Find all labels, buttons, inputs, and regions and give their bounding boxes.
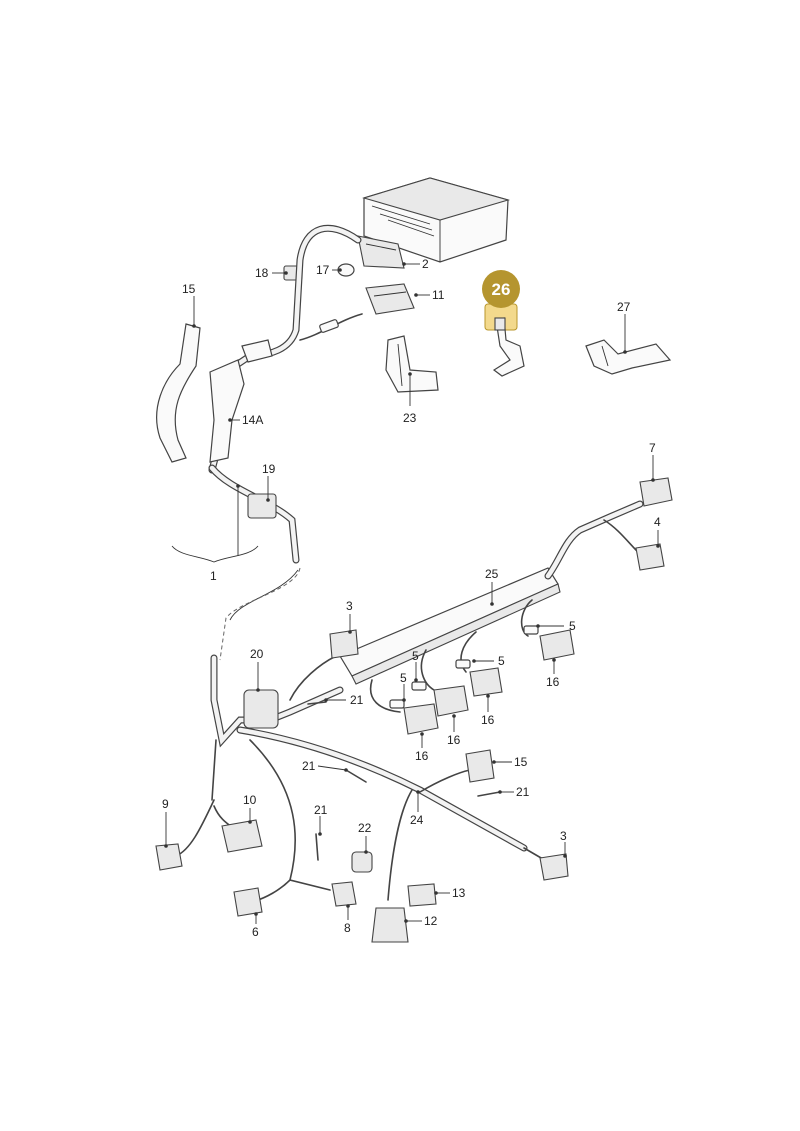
sensor-part-22 [351, 851, 373, 873]
bracket-part-27 [585, 339, 672, 375]
grommet-part-20 [243, 689, 279, 729]
part-labels: 2 17 18 11 15 14A 23 27 19 1 7 4 25 3 20… [162, 257, 661, 939]
part-label-5-c: 5 [412, 649, 419, 663]
part-label-21-b: 21 [302, 759, 316, 773]
part-label-16-c: 16 [447, 733, 461, 747]
duct-part-14 [209, 339, 273, 463]
main-harness-trunk [175, 654, 549, 903]
connector-part-16-d [369, 679, 439, 735]
bracket-part-24 [385, 335, 439, 393]
part-label-27: 27 [617, 300, 631, 314]
part-label-5-a: 5 [569, 619, 576, 633]
part-label-8: 8 [344, 921, 351, 935]
dashed-route-line [219, 567, 301, 661]
part-label-1: 1 [210, 569, 217, 583]
connector-part-9 [155, 843, 183, 871]
part-label-16-b: 16 [481, 713, 495, 727]
connector-part-16-b [460, 631, 503, 697]
highlight-badge-26[interactable]: 26 [482, 270, 520, 308]
part-label-10: 10 [243, 793, 257, 807]
part-label-9: 9 [162, 797, 169, 811]
part-label-20: 20 [250, 647, 264, 661]
part-label-12: 12 [424, 914, 438, 928]
part-label-6: 6 [252, 925, 259, 939]
part-label-18: 18 [255, 266, 269, 280]
connector-part-10 [221, 819, 263, 853]
part-label-3-lower: 3 [560, 829, 567, 843]
part-label-25: 25 [485, 567, 499, 581]
connector-part-12 [371, 907, 409, 943]
part-label-24: 23 [403, 411, 417, 425]
connector-part-2 [357, 235, 405, 269]
connector-part-7 [639, 477, 673, 507]
part-label-21-a: 21 [350, 693, 364, 707]
part-label-7: 7 [649, 441, 656, 455]
grommet-part-19 [208, 464, 300, 621]
connector-part-3-upper [329, 629, 359, 659]
duct-part-14A [156, 323, 201, 463]
upper-harness [208, 224, 363, 474]
connector-part-13 [407, 883, 437, 907]
part-label-19: 19 [262, 462, 276, 476]
part-label-2: 2 [422, 257, 429, 271]
bracket-part-26-highlighted[interactable] [484, 303, 525, 377]
connector-part-4 [635, 543, 665, 571]
part-label-23: 24 [410, 813, 424, 827]
part-label-13: 13 [452, 886, 466, 900]
part-label-14: 14A [242, 413, 263, 427]
clip-parts-5 [389, 625, 539, 709]
connector-part-8 [331, 881, 357, 907]
connector-part-16-c [420, 649, 469, 717]
part-label-11: 11 [432, 288, 445, 302]
part-label-16-d: 16 [415, 749, 429, 763]
bolt-parts-21 [307, 701, 501, 861]
right-harness-branch [544, 500, 644, 580]
part-label-22: 22 [358, 821, 372, 835]
part-label-15: 15 [514, 755, 528, 769]
part-label-16-a: 16 [546, 675, 560, 689]
part-label-21-c: 21 [516, 785, 530, 799]
part-label-5-d: 5 [400, 671, 407, 685]
part-label-21-d: 21 [314, 803, 328, 817]
leader-lines [164, 262, 660, 924]
harness-channel-part-25 [339, 567, 561, 685]
connector-part-6 [233, 887, 263, 917]
connector-part-15 [465, 749, 495, 783]
connector-part-11 [365, 283, 415, 315]
part-label-14A: 15 [182, 282, 196, 296]
control-unit [362, 177, 510, 263]
part-label-17: 17 [316, 263, 330, 277]
part-label-5-b: 5 [498, 654, 505, 668]
highlight-badge-label: 26 [492, 280, 511, 299]
connector-part-3-lower [539, 853, 569, 881]
part-label-3-upper: 3 [346, 599, 353, 613]
part-label-4: 4 [654, 515, 661, 529]
